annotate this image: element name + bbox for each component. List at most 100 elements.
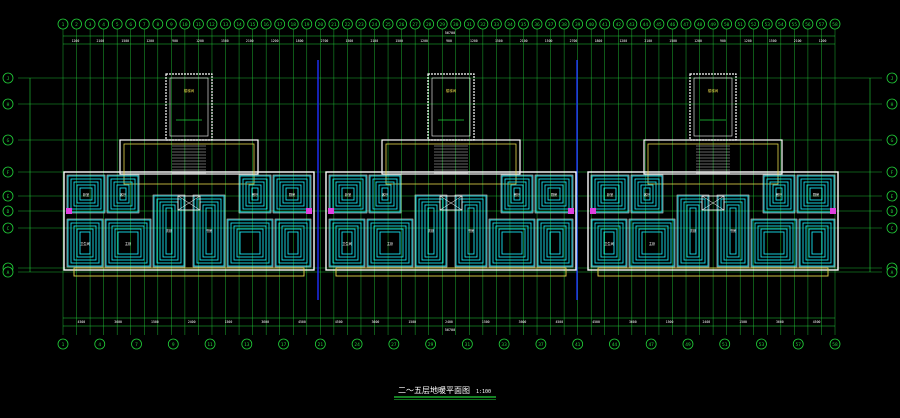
dimension-text: 2100	[370, 39, 378, 43]
heating-pipe-loop	[233, 225, 267, 261]
room-label: 次卧	[690, 228, 697, 233]
room-label: 书房	[206, 228, 212, 233]
axis-bubble-top-label: 52	[751, 22, 757, 28]
axis-bubble-bottom-label: 13	[244, 342, 250, 348]
heating-pipe-loop	[376, 228, 404, 258]
axis-bubble-top-label: 15	[250, 22, 256, 28]
axis-bubble-top-label: 46	[670, 22, 676, 28]
axis-bubble-top-label: 39	[575, 22, 581, 28]
room-wall	[238, 174, 272, 214]
axis-bubble-top	[531, 18, 543, 30]
axis-grid	[18, 28, 882, 335]
heating-pipe-loop	[686, 204, 700, 258]
axis-bubble-top-label: 55	[792, 22, 798, 28]
room-wall	[366, 218, 414, 268]
heating-pipe-loop	[726, 204, 740, 258]
heating-pipe-loop	[501, 231, 523, 255]
dimension-text: 1200	[146, 39, 154, 43]
heating-pipe-loop	[67, 219, 103, 267]
heating-pipe-loop	[285, 187, 299, 201]
heating-pipe-loop	[498, 228, 526, 258]
dimension-text: 4500	[78, 320, 86, 324]
room-label: 卧室	[83, 192, 89, 197]
dimension-text: 1200	[271, 39, 279, 43]
room-label: 书房	[730, 228, 736, 233]
marker-magenta	[306, 208, 312, 214]
axis-bubble-bottom-label: 49	[685, 342, 691, 348]
axis-bubble-top	[599, 18, 611, 30]
axis-bubble-top	[667, 18, 678, 30]
heating-pipe-loop	[70, 222, 100, 264]
heating-pipe-loop	[73, 181, 99, 207]
axis-bubble-top-label: 1	[62, 22, 65, 28]
axis-bubble-top-label: 24	[372, 22, 378, 28]
dimension-text: 1500	[221, 39, 229, 43]
axis-bubble-top-label: 43	[629, 22, 635, 28]
axis-bubble-bottom	[241, 338, 253, 350]
heating-pipe-loop	[111, 225, 145, 261]
heating-pipe-loop	[335, 225, 359, 261]
room-wall	[328, 174, 368, 214]
heating-pipe-loop	[717, 195, 749, 267]
axis-bubble-bottom	[609, 338, 620, 350]
axis-bubble-right-label: D	[891, 209, 894, 215]
axis-bubble-top	[152, 18, 164, 30]
axis-bubble-top	[71, 18, 82, 30]
heating-pipe-loop	[635, 225, 669, 261]
heating-pipe-loop	[763, 231, 785, 255]
axis-bubble-top	[369, 18, 380, 30]
axis-bubble-top	[260, 18, 272, 30]
axis-bubble-top	[788, 18, 800, 30]
axis-bubble-bottom	[572, 338, 584, 350]
axis-bubble-bottom	[829, 338, 841, 350]
dimension-text: 4500	[813, 320, 821, 324]
axis-bubble-top	[572, 18, 584, 30]
heating-pipe-loop	[638, 228, 666, 258]
axis-bubble-right	[886, 134, 898, 146]
axis-bubble-left-label: J	[7, 76, 10, 82]
axis-bubble-top-label: 9	[170, 22, 173, 28]
axis-bubble-top-label: 40	[588, 22, 594, 28]
axis-bubble-top-label: 11	[196, 22, 202, 28]
room-label: 卧室	[345, 192, 351, 197]
heating-coil-room	[590, 174, 630, 214]
dimension-text: 1800	[296, 39, 304, 43]
room-wall	[500, 174, 534, 214]
room-wall	[488, 218, 536, 268]
axis-bubble-top	[125, 18, 137, 30]
heating-coil-room	[66, 218, 104, 268]
room-wall	[152, 194, 186, 268]
marker-magenta	[568, 208, 574, 214]
dimension-text: 1500	[346, 39, 354, 43]
heating-pipe-loop	[594, 178, 626, 210]
axis-bubble-top	[612, 18, 624, 30]
axis-bubble-top	[748, 18, 760, 30]
axis-bubble-top	[653, 18, 665, 30]
axis-bubble-left-label: C	[7, 226, 10, 232]
heating-pipe-loop	[546, 228, 564, 258]
heating-pipe-loop	[492, 222, 532, 264]
room-label: 次卧	[428, 228, 435, 233]
dimension-text: 1500	[408, 320, 416, 324]
dimension-text: 1200	[420, 39, 428, 43]
heating-pipe-loop	[107, 175, 139, 213]
room-wall	[798, 218, 836, 268]
heating-coil-room	[66, 174, 106, 214]
axis-bubble-right	[886, 166, 898, 178]
axis-bubble-top	[816, 18, 827, 30]
axis-bubble-top	[545, 18, 556, 30]
axis-bubble-bottom-label: 44	[612, 342, 618, 348]
heating-pipe-loop	[116, 184, 130, 204]
room-label: 主卧	[649, 241, 656, 246]
axis-bubble-right-label: F	[891, 170, 894, 176]
axis-bubble-top	[450, 18, 462, 30]
axis-bubble-left	[2, 205, 14, 217]
axis-bubble-left-label: D	[7, 209, 10, 215]
axis-bubble-left-label: H	[7, 102, 10, 108]
axis-bubble-top-label: 54	[778, 22, 784, 28]
heating-pipe-loop	[806, 184, 826, 204]
axis-bubble-top-label: 28	[426, 22, 432, 28]
dimension-text: 4500	[335, 320, 343, 324]
